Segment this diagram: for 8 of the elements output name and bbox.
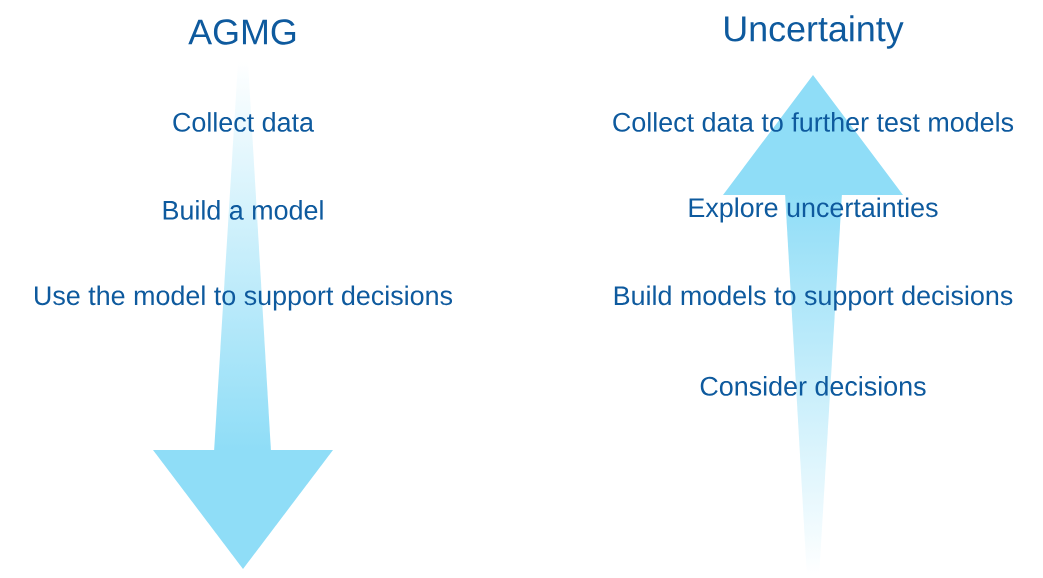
step-text: Use the model to support decisions (35, 285, 453, 311)
heading: Uncertainty (725, 15, 904, 49)
step-text: Consider decisions (700, 376, 926, 396)
step-text: Collect data (173, 112, 314, 132)
step-text: Build models to support decisions (614, 285, 1013, 311)
heading: AGMG (188, 19, 296, 45)
step-text: Explore uncertainties (689, 197, 938, 223)
step-text: Build a model (163, 200, 323, 220)
